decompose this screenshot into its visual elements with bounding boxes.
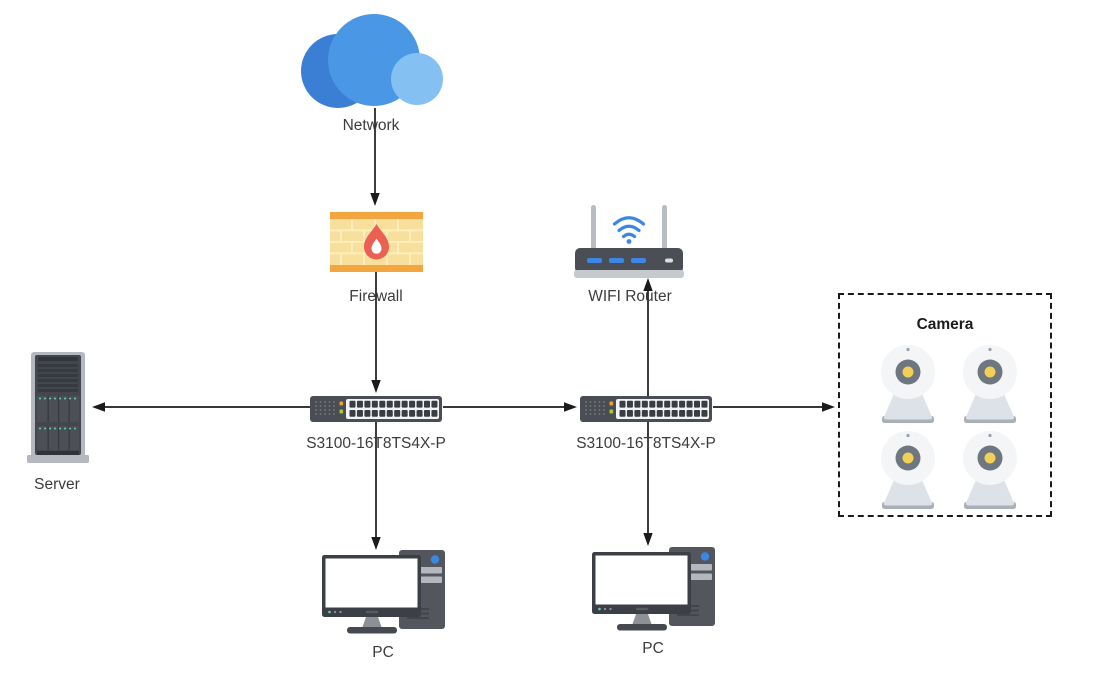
camera-icon [962, 430, 1018, 510]
network-label: Network [342, 117, 400, 134]
switch-right-label: S3100-16T8TS4X-P [576, 435, 716, 452]
desktop-pc-icon [322, 550, 448, 640]
node-network [298, 13, 444, 108]
node-switch-left [310, 396, 442, 422]
server-icon [27, 352, 89, 468]
node-pc-right [592, 547, 718, 633]
node-switch-right [580, 396, 712, 422]
wifi-router-icon [574, 205, 684, 283]
switch-icon [310, 396, 442, 426]
camera-group-box: Camera [838, 293, 1052, 517]
pc-right-label: PC [642, 640, 664, 657]
desktop-pc-icon [592, 547, 718, 637]
pc-left-label: PC [372, 644, 394, 661]
node-server [27, 352, 89, 464]
camera-icon [880, 430, 936, 510]
node-firewall [330, 212, 423, 272]
camera-group-label: Camera [916, 316, 974, 333]
firewall-icon [330, 212, 423, 276]
camera-icon [962, 344, 1018, 424]
firewall-label: Firewall [349, 288, 403, 305]
cloud-icon [298, 14, 444, 112]
node-wifi-router [574, 203, 684, 279]
node-pc-left [322, 550, 448, 636]
switch-icon [580, 396, 712, 426]
switch-left-label: S3100-16T8TS4X-P [306, 435, 446, 452]
server-label: Server [34, 476, 80, 493]
camera-icon [880, 344, 936, 424]
wifi-router-label: WIFI Router [588, 288, 672, 305]
